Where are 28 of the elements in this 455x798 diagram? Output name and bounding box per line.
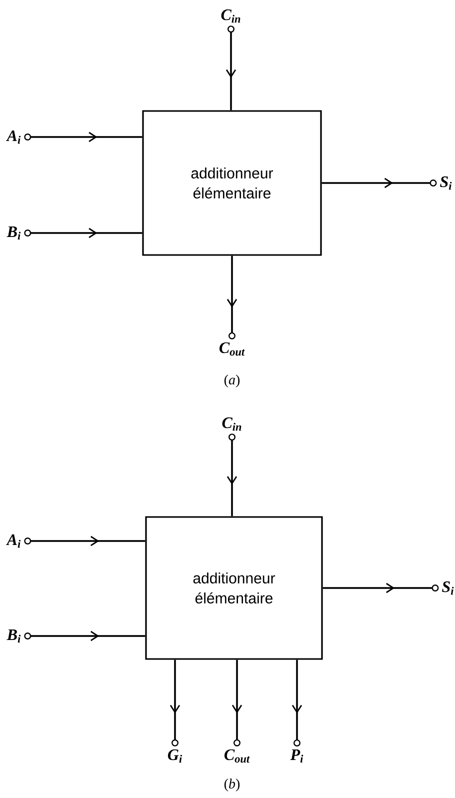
arrow [24,536,146,546]
arrow [292,660,302,746]
pin-label: B$_{i}$ [6,226,21,240]
arrow [226,434,238,516]
adder-box: additionneur élémentaire [142,110,322,256]
arrow [226,256,238,340]
arrow [24,228,142,238]
arrow [170,660,180,746]
pin-label: P$_{i}$ [290,749,304,763]
pin-label: A$_{i}$ [6,534,21,548]
pin-label: G$_{i}$ [168,749,182,763]
pin-label: C$_{in}$ [222,417,242,431]
arrow [226,26,236,110]
pin-label: B$_{i}$ [6,629,21,643]
figure-caption: (a) [224,374,240,388]
pin-label: C$_{out}$ [220,342,245,356]
adder-box: additionneur élémentaire [145,516,323,660]
pin-label: C$_{in}$ [221,9,240,23]
arrow [24,132,142,142]
pin-label: C$_{out}$ [224,749,250,763]
pin-label: S$_{i}$ [440,176,452,190]
arrow [322,178,437,188]
arrow [24,630,146,642]
arrow [322,582,439,594]
arrow [232,660,242,746]
pin-label: S$_{i}$ [442,581,454,595]
figure-caption: (b) [224,778,240,792]
pin-label: A$_{i}$ [6,130,21,144]
